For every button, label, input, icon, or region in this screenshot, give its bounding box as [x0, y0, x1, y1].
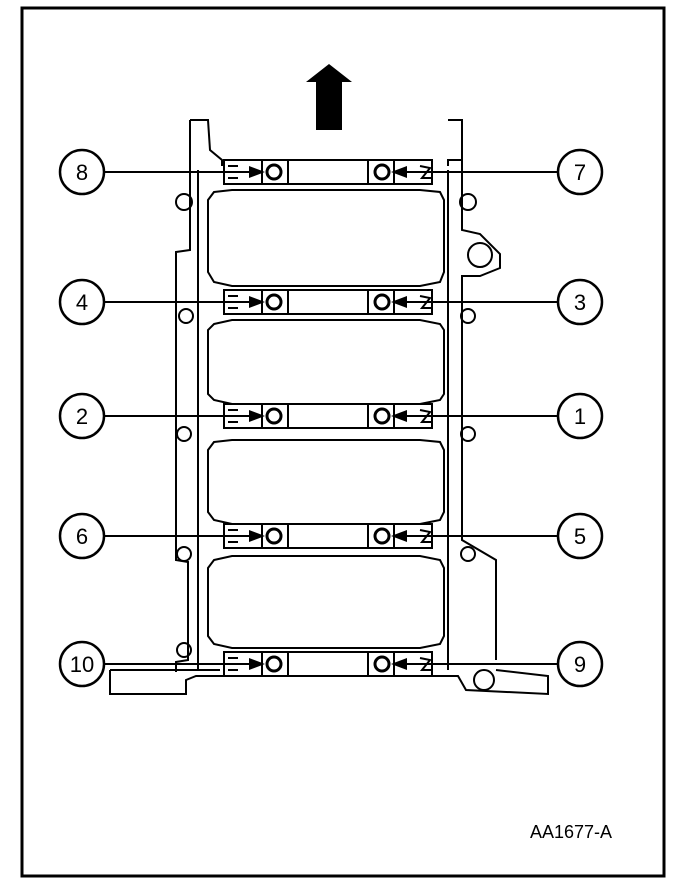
callout-label: 10	[70, 652, 94, 677]
callout-group: 8 7 4 3 2 1 6 5 10 9	[58, 148, 604, 688]
bolt	[265, 407, 283, 425]
callout-2: 2	[58, 392, 265, 440]
leader-arrowhead	[391, 530, 407, 542]
callout-bubble	[58, 148, 106, 196]
bolt	[265, 655, 283, 673]
callout-10: 10	[58, 640, 265, 688]
callout-5: 5	[391, 512, 604, 560]
cap-tick	[228, 165, 238, 179]
callout-bubble	[58, 640, 106, 688]
figure-reference-code: AA1677-A	[530, 822, 612, 842]
callout-1: 1	[391, 392, 604, 440]
callout-6: 6	[58, 512, 265, 560]
bolt	[373, 655, 391, 673]
callout-bubble	[58, 512, 106, 560]
callout-label: 3	[574, 290, 586, 315]
leader-arrowhead	[249, 530, 265, 542]
callout-label: 6	[76, 524, 88, 549]
callout-8: 8	[58, 148, 265, 196]
leader-arrowhead	[249, 166, 265, 178]
callout-bubble	[556, 148, 604, 196]
callout-bubble	[556, 392, 604, 440]
callout-7: 7	[391, 148, 604, 196]
callout-label: 5	[574, 524, 586, 549]
leader-arrowhead	[391, 410, 407, 422]
callout-bubble	[556, 512, 604, 560]
callout-label: 4	[76, 290, 88, 315]
bolt	[265, 163, 283, 181]
leader-arrowhead	[391, 658, 407, 670]
callout-bubble	[556, 278, 604, 326]
leader-arrowhead	[249, 410, 265, 422]
callout-4: 4	[58, 278, 265, 326]
callout-3: 3	[391, 278, 604, 326]
callout-label: 9	[574, 652, 586, 677]
bolt	[373, 163, 391, 181]
crankcase-bays	[207, 189, 445, 649]
block-bosses	[175, 193, 495, 691]
callout-label: 2	[76, 404, 88, 429]
bolt	[265, 527, 283, 545]
figure-border	[20, 6, 666, 878]
callout-bubble	[556, 640, 604, 688]
leader-arrowhead	[249, 296, 265, 308]
leader-arrowhead	[391, 166, 407, 178]
bolt	[373, 527, 391, 545]
bolt	[373, 293, 391, 311]
arrow-up-icon	[306, 64, 352, 130]
bolt	[373, 407, 391, 425]
leader-arrowhead	[249, 658, 265, 670]
callout-label: 1	[574, 404, 586, 429]
cap-tick	[228, 529, 238, 543]
bolt	[265, 293, 283, 311]
callout-bubble	[58, 392, 106, 440]
callout-label: 7	[574, 160, 586, 185]
callout-bubble	[58, 278, 106, 326]
callout-label: 8	[76, 160, 88, 185]
cap-tick	[228, 295, 238, 309]
cap-tick	[228, 657, 238, 671]
callout-9: 9	[391, 640, 604, 688]
leader-arrowhead	[391, 296, 407, 308]
cap-tick	[228, 409, 238, 423]
